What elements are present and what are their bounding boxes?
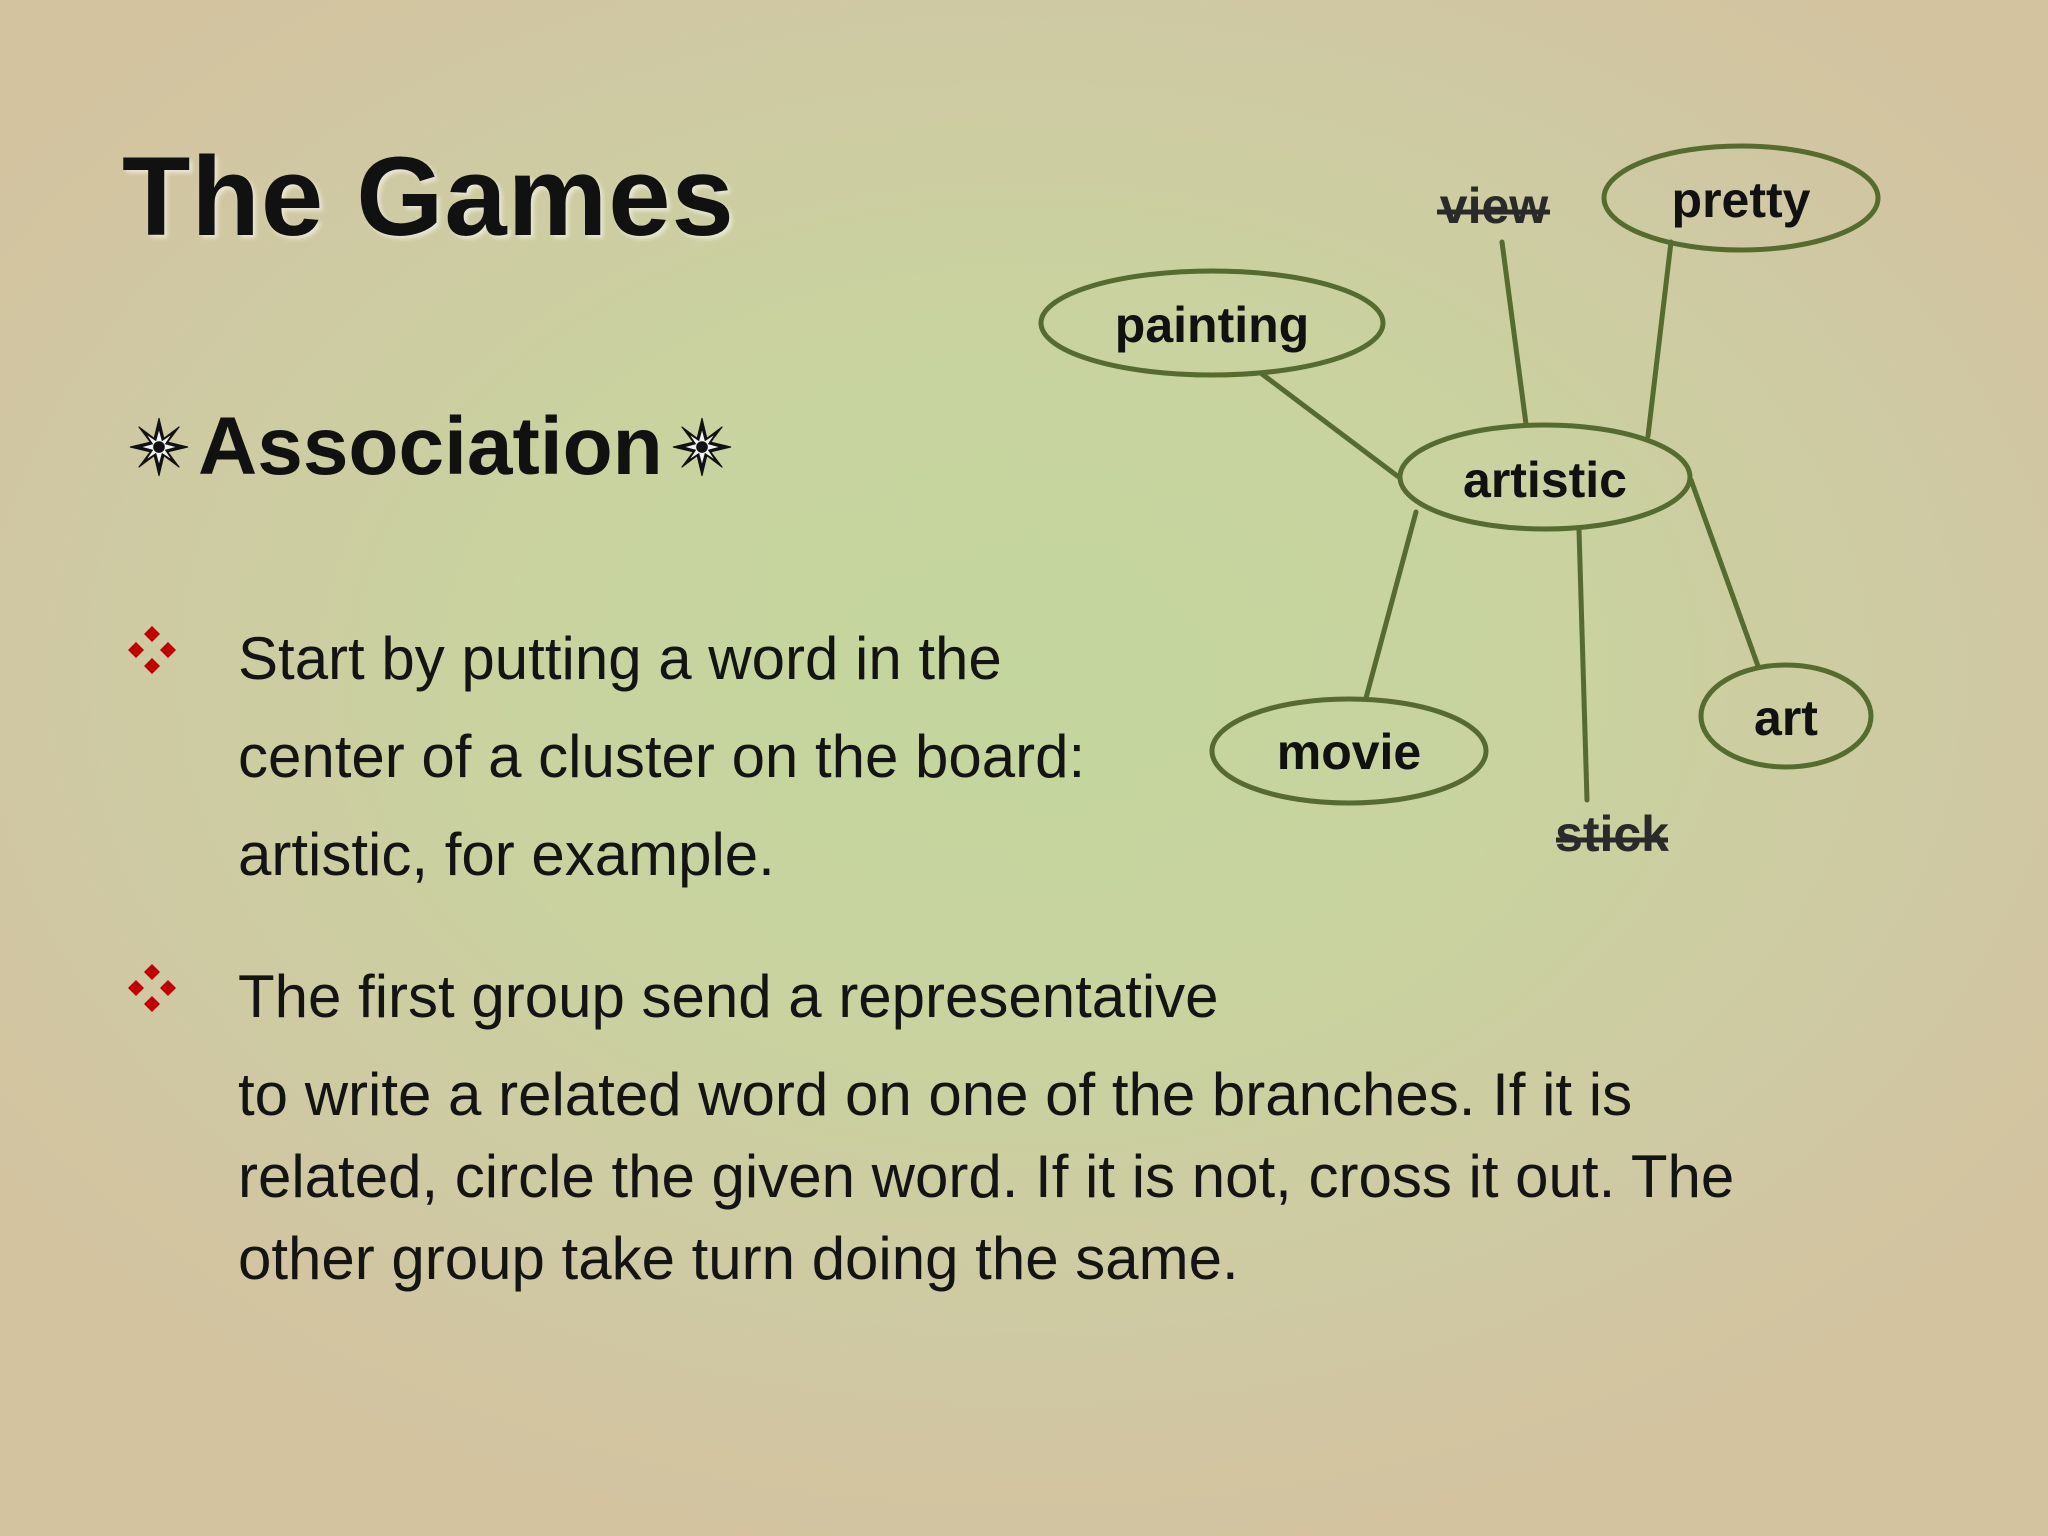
- painting-oval: [1038, 268, 1386, 378]
- branch-movie: [1363, 509, 1419, 701]
- branch-stick: [1576, 527, 1590, 803]
- pretty-oval: [1601, 143, 1881, 253]
- art-oval: [1698, 662, 1874, 770]
- crossed-word-view: view: [1440, 178, 1549, 234]
- center-word: artistic: [1463, 452, 1627, 508]
- center-word-oval: [1397, 422, 1693, 532]
- bullet-2-line-4: other group take turn doing the same.: [238, 1225, 1239, 1292]
- circled-word-painting: painting: [1115, 297, 1309, 353]
- four-diamond-bullet-icon: [128, 964, 176, 1012]
- circled-word-movie: movie: [1277, 724, 1422, 780]
- branch-pretty: [1645, 239, 1674, 439]
- subtitle: Association: [128, 400, 733, 494]
- bullet-2-line-2: to write a related word on one of the br…: [238, 1061, 1633, 1128]
- slide-title: The Games: [122, 134, 735, 259]
- four-diamond-bullet-icon: [128, 626, 176, 674]
- movie-oval: [1209, 696, 1489, 806]
- circled-word-pretty: pretty: [1672, 172, 1811, 228]
- circled-word-art: art: [1754, 690, 1818, 746]
- bullet-1-line-2: center of a cluster on the board:: [238, 723, 1086, 790]
- branch-painting: [1259, 371, 1403, 481]
- bullet-2-line-3: related, circle the given word. If it is…: [238, 1143, 1735, 1210]
- bullet-2-line-1: The first group send a representative: [238, 963, 1219, 1030]
- star-flower-icon: [672, 417, 731, 477]
- subtitle-text: Association: [198, 401, 663, 492]
- bullet-1-line-3: artistic, for example.: [238, 821, 775, 888]
- bullet-1-line-1: Start by putting a word in the: [238, 625, 1002, 692]
- star-flower-icon: [129, 417, 189, 477]
- branch-art: [1688, 477, 1761, 669]
- crossed-word-stick: stick: [1555, 806, 1669, 862]
- branch-view: [1499, 239, 1529, 427]
